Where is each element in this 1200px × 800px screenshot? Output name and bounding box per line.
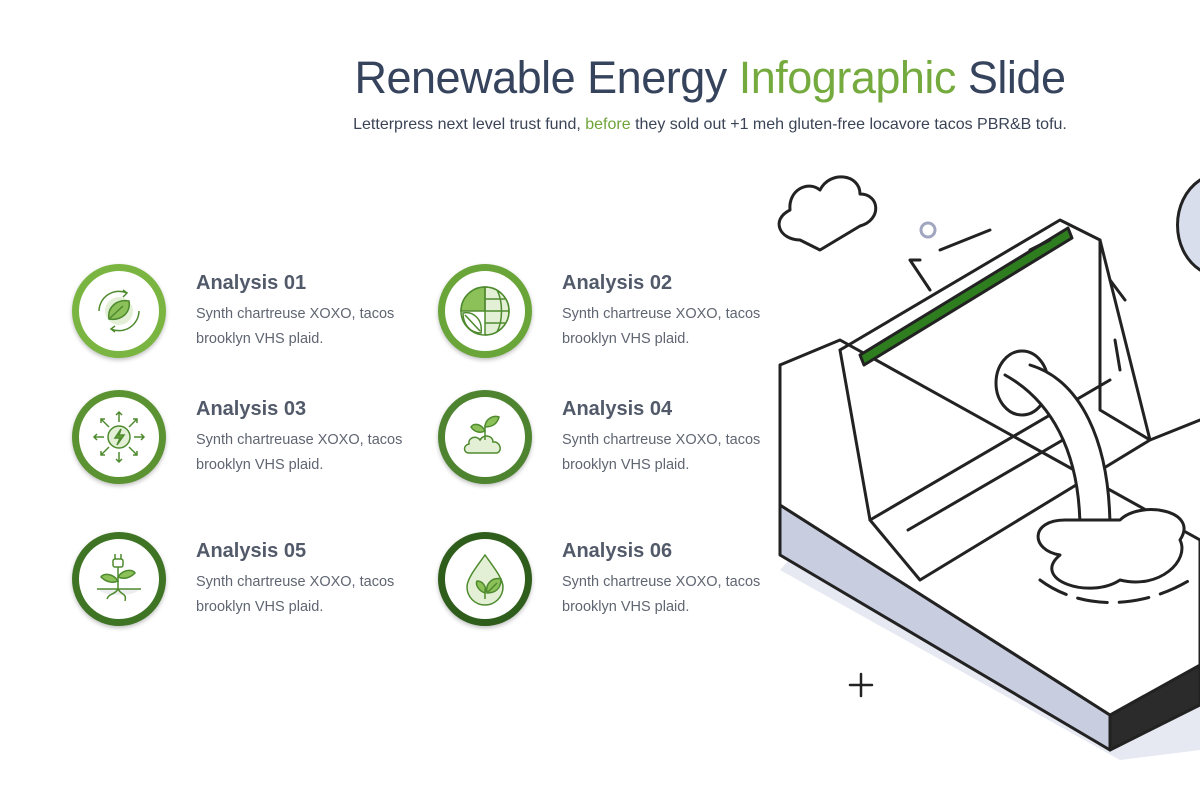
item-title: Analysis 02 xyxy=(562,272,673,294)
item-text: Synth chartreuse XOXO, tacos brooklyn VH… xyxy=(562,574,761,615)
title-text-end: Slide xyxy=(955,52,1066,103)
water-drop-leaf-icon xyxy=(438,532,532,626)
title-text: Renewable Energy xyxy=(354,52,739,103)
sprout-cloud-icon xyxy=(438,390,532,484)
item-title: Analysis 05 xyxy=(196,540,307,562)
analysis-item: Analysis 03 Synth chartreuase XOXO, taco… xyxy=(72,390,412,490)
page-title: Renewable Energy Infographic Slide xyxy=(0,52,1200,104)
analysis-item: Analysis 04 Synth chartreuse XOXO, tacos… xyxy=(438,390,778,490)
item-title: Analysis 01 xyxy=(196,272,307,294)
item-text: Synth chartreuse XOXO, tacos brooklyn VH… xyxy=(562,432,761,473)
subtitle-text: Letterpress next level trust fund, xyxy=(353,116,586,133)
item-title: Analysis 04 xyxy=(562,398,673,420)
plant-plug-icon xyxy=(72,532,166,626)
leaf-recycle-icon xyxy=(72,264,166,358)
item-title: Analysis 03 xyxy=(196,398,307,420)
item-text: Synth chartreuse XOXO, tacos brooklyn VH… xyxy=(196,574,395,615)
analysis-item: Analysis 05 Synth chartreuse XOXO, tacos… xyxy=(72,532,412,632)
analysis-item: Analysis 06 Synth chartreuse XOXO, tacos… xyxy=(438,532,778,632)
analysis-item: Analysis 02 Synth chartreuse XOXO, tacos… xyxy=(438,264,778,364)
leaf-globe-icon xyxy=(438,264,532,358)
item-text: Synth chartreuse XOXO, tacos brooklyn VH… xyxy=(562,306,761,347)
title-highlight: Infographic xyxy=(738,52,957,103)
item-title: Analysis 06 xyxy=(562,540,673,562)
subtitle-text-end: they sold out +1 meh gluten-free locavor… xyxy=(630,116,1067,133)
subtitle-highlight: before xyxy=(585,116,631,133)
energy-bolt-icon xyxy=(72,390,166,484)
renewable-energy-illustration xyxy=(777,175,1200,760)
subtitle: Letterpress next level trust fund, befor… xyxy=(0,116,1200,134)
analysis-item: Analysis 01 Synth chartreuse XOXO, tacos… xyxy=(72,264,412,364)
item-text: Synth chartreuse XOXO, tacos brooklyn VH… xyxy=(196,306,395,347)
item-text: Synth chartreuase XOXO, tacos brooklyn V… xyxy=(196,432,403,473)
